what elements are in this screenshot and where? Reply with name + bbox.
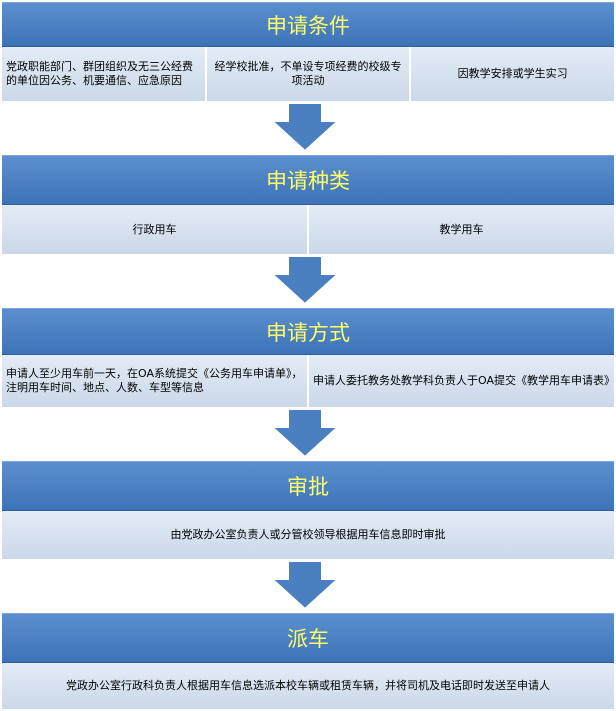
section-title: 申请种类: [266, 169, 350, 193]
section-header-conditions: 申请条件: [2, 2, 614, 47]
section-row-dispatch: 党政办公室行政科负责人根据用车信息选派本校车辆或租赁车辆，并将司机及电话即时发送…: [2, 663, 614, 709]
type-cell: 行政用车: [2, 205, 309, 254]
section-title: 派车: [287, 627, 329, 651]
section-title: 申请方式: [266, 320, 350, 345]
approval-cell: 由党政办公室负责人或分管校领导根据用车信息即时审批: [2, 511, 614, 559]
condition-cell: 经学校批准，不单设专项经费的校级专项活动: [206, 47, 412, 101]
down-arrow-icon: [270, 409, 340, 459]
section-header-methods: 申请方式: [2, 308, 614, 355]
method-cell: 申请人委托教务处教学科负责人于OA提交《教学用车申请表》: [309, 355, 615, 407]
dispatch-cell: 党政办公室行政科负责人根据用车信息选派本校车辆或租赁车辆，并将司机及电话即时发送…: [2, 663, 614, 709]
condition-cell: 党政职能部门、群团组织及无三公经费的单位因公务、机要通信、应急原因: [2, 47, 207, 101]
section-header-types: 申请种类: [2, 155, 614, 205]
type-cell: 教学用车: [309, 205, 614, 254]
section-header-approval: 审批: [2, 461, 614, 511]
condition-cell: 因教学安排或学生实习: [411, 47, 615, 101]
down-arrow-icon: [270, 561, 340, 611]
section-row-methods: 申请人至少用车前一天，在OA系统提交《公务用车申请单》，注明用车时间、地点、人数…: [2, 355, 615, 407]
section-title: 申请条件: [266, 13, 350, 38]
section-row-types: 行政用车 教学用车: [2, 205, 614, 254]
section-header-dispatch: 派车: [2, 613, 614, 663]
section-row-conditions: 党政职能部门、群团组织及无三公经费的单位因公务、机要通信、应急原因 经学校批准，…: [2, 47, 615, 101]
section-row-approval: 由党政办公室负责人或分管校领导根据用车信息即时审批: [2, 511, 614, 559]
down-arrow-icon: [270, 103, 340, 153]
section-title: 审批: [287, 475, 329, 499]
down-arrow-icon: [270, 256, 340, 306]
method-cell: 申请人至少用车前一天，在OA系统提交《公务用车申请单》，注明用车时间、地点、人数…: [2, 355, 309, 407]
